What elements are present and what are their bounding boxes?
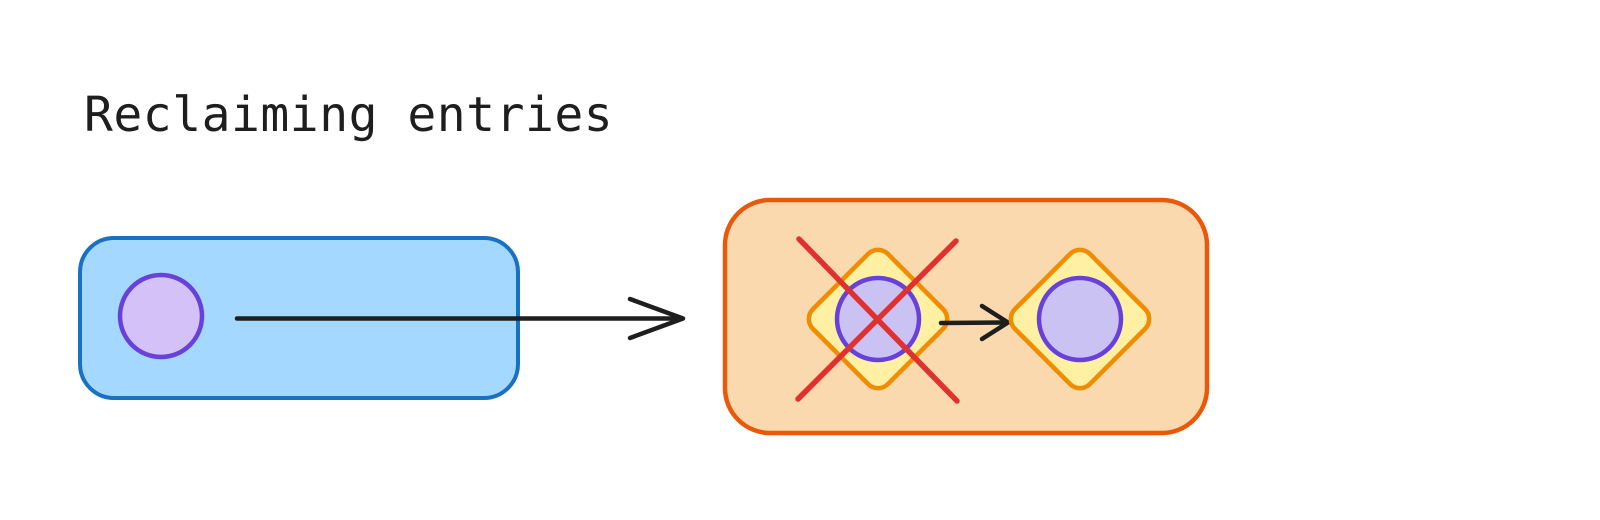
move-arrow bbox=[938, 303, 1011, 342]
old-entry-slot bbox=[795, 236, 960, 404]
main-arrow-head bbox=[627, 296, 686, 341]
source-entry-circle bbox=[117, 272, 205, 360]
new-entry-circle bbox=[1036, 275, 1124, 363]
main-arrow bbox=[234, 296, 686, 341]
new-entry-slot bbox=[1008, 247, 1152, 391]
diagram-title: Reclaiming entries bbox=[84, 87, 613, 143]
move-arrow-shaft bbox=[938, 320, 1007, 326]
move-arrow-head bbox=[979, 303, 1011, 342]
red-cross-stroke-2 bbox=[795, 238, 959, 402]
target-block-group bbox=[722, 197, 1210, 436]
red-cross-icon bbox=[795, 236, 960, 404]
